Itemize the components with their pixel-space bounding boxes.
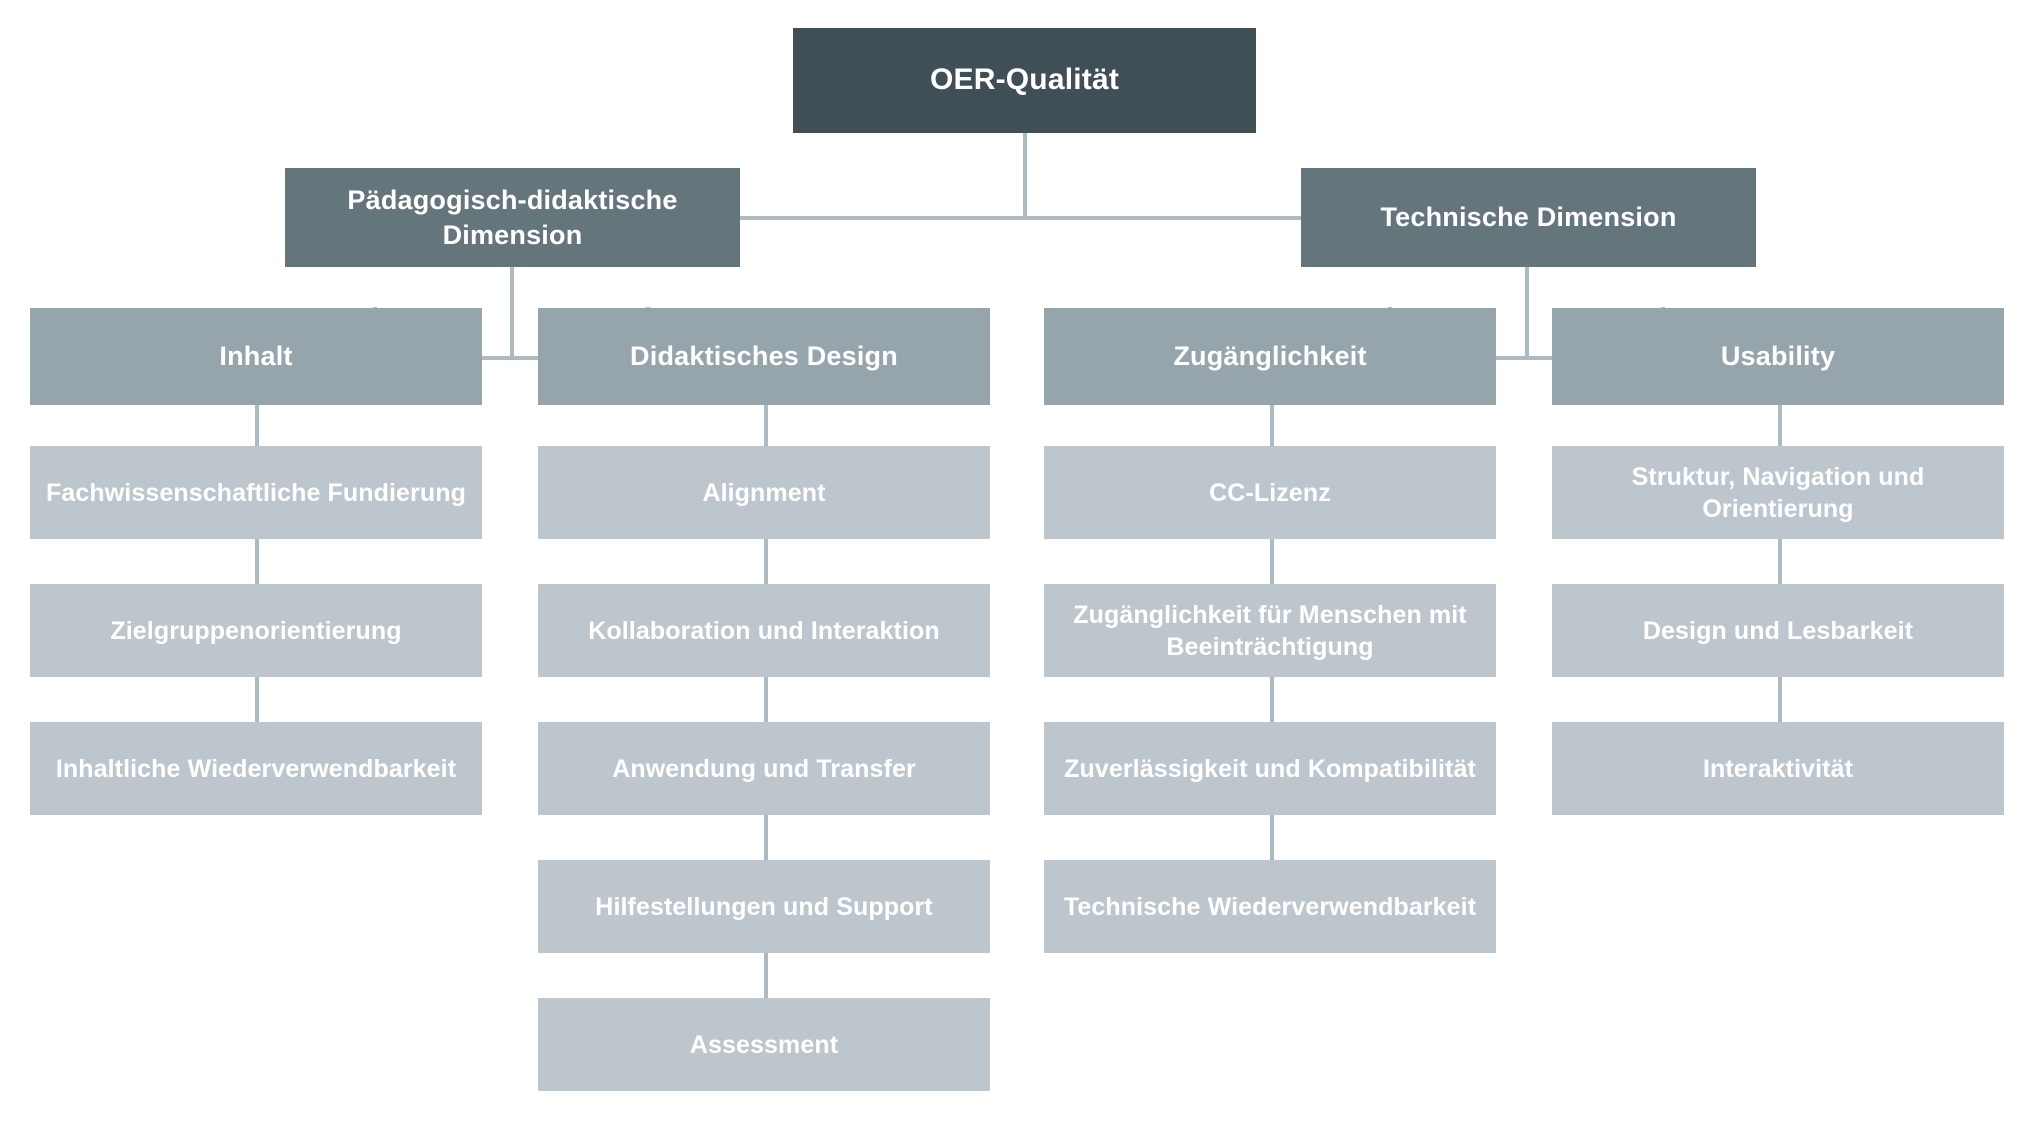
node-dimension-pedagogical[interactable]: Pädagogisch-didaktische Dimension — [285, 168, 740, 267]
node-label: Technische Dimension — [1380, 202, 1677, 233]
node-label: Technische Wiederverwendbarkeit — [1063, 892, 1477, 921]
node-label: Inhalt — [219, 341, 293, 372]
node-label: Assessment — [689, 1030, 839, 1059]
node-label: Interaktivität — [1702, 754, 1854, 783]
node-label: Zugänglichkeit — [1173, 341, 1367, 372]
node-category-usability[interactable]: Usability — [1552, 308, 2004, 405]
node-label: Pädagogisch-didaktische Dimension — [347, 184, 678, 250]
node-label: Struktur, Navigation und Orientierung — [1631, 462, 1925, 523]
node-category-didaktisches-design[interactable]: Didaktisches Design — [538, 308, 990, 405]
node-leaf-technische-wiederverwendbarkeit[interactable]: Technische Wiederverwendbarkeit — [1044, 860, 1496, 953]
node-leaf-design-und-lesbarkeit[interactable]: Design und Lesbarkeit — [1552, 584, 2004, 677]
connector-pedagogical-bus — [373, 356, 650, 360]
node-leaf-anwendung-und-transfer[interactable]: Anwendung und Transfer — [538, 722, 990, 815]
node-leaf-zugaenglichkeit-fuer-menschen-mit-beeintraechtigung[interactable]: Zugänglichkeit für Menschen mit Beeinträ… — [1044, 584, 1496, 677]
node-root-oer-qualitaet[interactable]: OER-Qualität — [793, 28, 1256, 133]
node-label: Usability — [1720, 341, 1836, 372]
node-label: Kollaboration und Interaktion — [588, 616, 940, 645]
node-label: Inhaltliche Wiederverwendbarkeit — [55, 754, 457, 783]
node-label: CC-Lizenz — [1209, 478, 1331, 507]
node-label: Alignment — [702, 478, 826, 507]
connector-pedagogical-stem — [510, 267, 514, 360]
node-category-zugaenglichkeit[interactable]: Zugänglichkeit — [1044, 308, 1496, 405]
node-label: Hilfestellungen und Support — [595, 892, 933, 921]
node-leaf-zielgruppenorientierung[interactable]: Zielgruppenorientierung — [30, 584, 482, 677]
node-dimension-technical[interactable]: Technische Dimension — [1301, 168, 1756, 267]
node-leaf-fachwissenschaftliche-fundierung[interactable]: Fachwissenschaftliche Fundierung — [30, 446, 482, 539]
connector-root-stem — [1023, 133, 1027, 220]
node-label: Didaktisches Design — [630, 341, 898, 372]
node-leaf-zuverlaessigkeit-und-kompatibilitaet[interactable]: Zuverlässigkeit und Kompatibilität — [1044, 722, 1496, 815]
node-leaf-kollaboration-und-interaktion[interactable]: Kollaboration und Interaktion — [538, 584, 990, 677]
node-leaf-interaktivitaet[interactable]: Interaktivität — [1552, 722, 2004, 815]
connector-column-usability — [1778, 405, 1782, 723]
node-leaf-assessment[interactable]: Assessment — [538, 998, 990, 1091]
connector-technical-stem — [1525, 267, 1529, 360]
connector-technical-bus — [1388, 356, 1665, 360]
node-category-inhalt[interactable]: Inhalt — [30, 308, 482, 405]
node-leaf-cc-lizenz[interactable]: CC-Lizenz — [1044, 446, 1496, 539]
node-label: Anwendung und Transfer — [612, 754, 916, 783]
node-leaf-inhaltliche-wiederverwendbarkeit[interactable]: Inhaltliche Wiederverwendbarkeit — [30, 722, 482, 815]
node-label: Zielgruppenorientierung — [110, 616, 402, 645]
node-label: Fachwissenschaftliche Fundierung — [46, 478, 466, 507]
connector-column-inhalt — [255, 405, 259, 723]
node-leaf-hilfestellungen-und-support[interactable]: Hilfestellungen und Support — [538, 860, 990, 953]
node-label: Zugänglichkeit für Menschen mit Beeinträ… — [1073, 600, 1467, 661]
connector-column-didaktisches-design — [764, 405, 768, 999]
node-leaf-struktur-navigation-und-orientierung[interactable]: Struktur, Navigation und Orientierung — [1552, 446, 2004, 539]
node-leaf-alignment[interactable]: Alignment — [538, 446, 990, 539]
node-label: OER-Qualität — [929, 63, 1120, 97]
connector-dimension-bus — [740, 216, 1302, 220]
node-label: Design und Lesbarkeit — [1642, 616, 1914, 645]
node-label: Zuverlässigkeit und Kompatibilität — [1064, 754, 1476, 783]
